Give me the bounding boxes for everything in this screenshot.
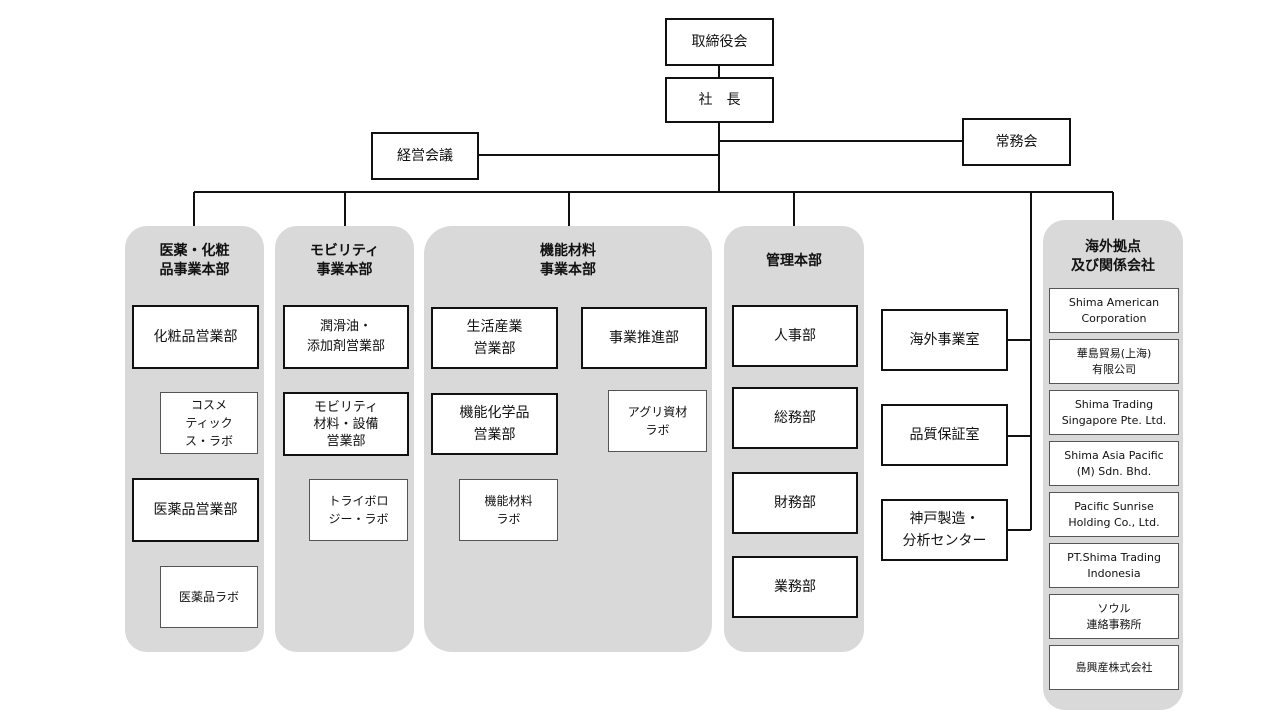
kobe-manufacturing-analysis-center-box: 神戸製造・ 分析センター [881,499,1008,561]
business-promotion-dept-box: 事業推進部 [581,307,707,369]
company-box: Shima American Corporation [1049,288,1179,333]
board-of-directors-box: 取締役会 [665,18,774,66]
finance-dept-box: 財務部 [732,472,858,534]
functional-materials-division-title: 機能材料 事業本部 [540,243,596,278]
agri-materials-lab-box: アグリ資材 ラボ [608,390,707,452]
functional-chemicals-sales-dept-box: 機能化学品 営業部 [431,393,558,455]
administration-division-title: 管理本部 [766,253,822,269]
company-box: 華島貿易(上海) 有限公司 [1049,339,1179,384]
company-box: Shima Trading Singapore Pte. Ltd. [1049,390,1179,435]
lubricant-additive-sales-dept-box: 潤滑油・ 添加剤営業部 [283,305,409,369]
pharma-sales-dept-box: 医薬品営業部 [132,478,259,542]
mobility-division-title: モビリティ 事業本部 [309,243,380,278]
executive-meeting-box: 常務会 [962,118,1071,166]
company-box: 島興産株式会社 [1049,645,1179,690]
quality-assurance-office-box: 品質保証室 [881,404,1008,466]
mobility-materials-sales-dept-box: モビリティ 材料・設備 営業部 [283,392,409,456]
tribology-lab-box: トライボロ ジー・ラボ [309,479,408,541]
company-box: PT.Shima Trading Indonesia [1049,543,1179,588]
president-box: 社 長 [665,77,774,123]
company-box: Shima Asia Pacific (M) Sdn. Bhd. [1049,441,1179,486]
functional-materials-lab-box: 機能材料 ラボ [459,479,558,541]
cosmetics-lab-box: コスメ ティック ス・ラボ [160,392,258,454]
hr-dept-box: 人事部 [732,305,858,367]
overseas-affiliates-title: 海外拠点 及び関係会社 [1071,239,1155,274]
life-industry-sales-dept-box: 生活産業 営業部 [431,307,558,369]
company-box: ソウル 連絡事務所 [1049,594,1179,639]
company-box: Pacific Sunrise Holding Co., Ltd. [1049,492,1179,537]
general-affairs-dept-box: 総務部 [732,387,858,449]
cosmetics-sales-dept-box: 化粧品営業部 [132,305,259,369]
pharma-cosmetics-division-title: 医薬・化粧 品事業本部 [159,243,230,278]
overseas-business-office-box: 海外事業室 [881,309,1008,371]
pharma-lab-box: 医薬品ラボ [160,566,258,628]
management-meeting-box: 経営会議 [371,132,479,180]
operations-dept-box: 業務部 [732,556,858,618]
